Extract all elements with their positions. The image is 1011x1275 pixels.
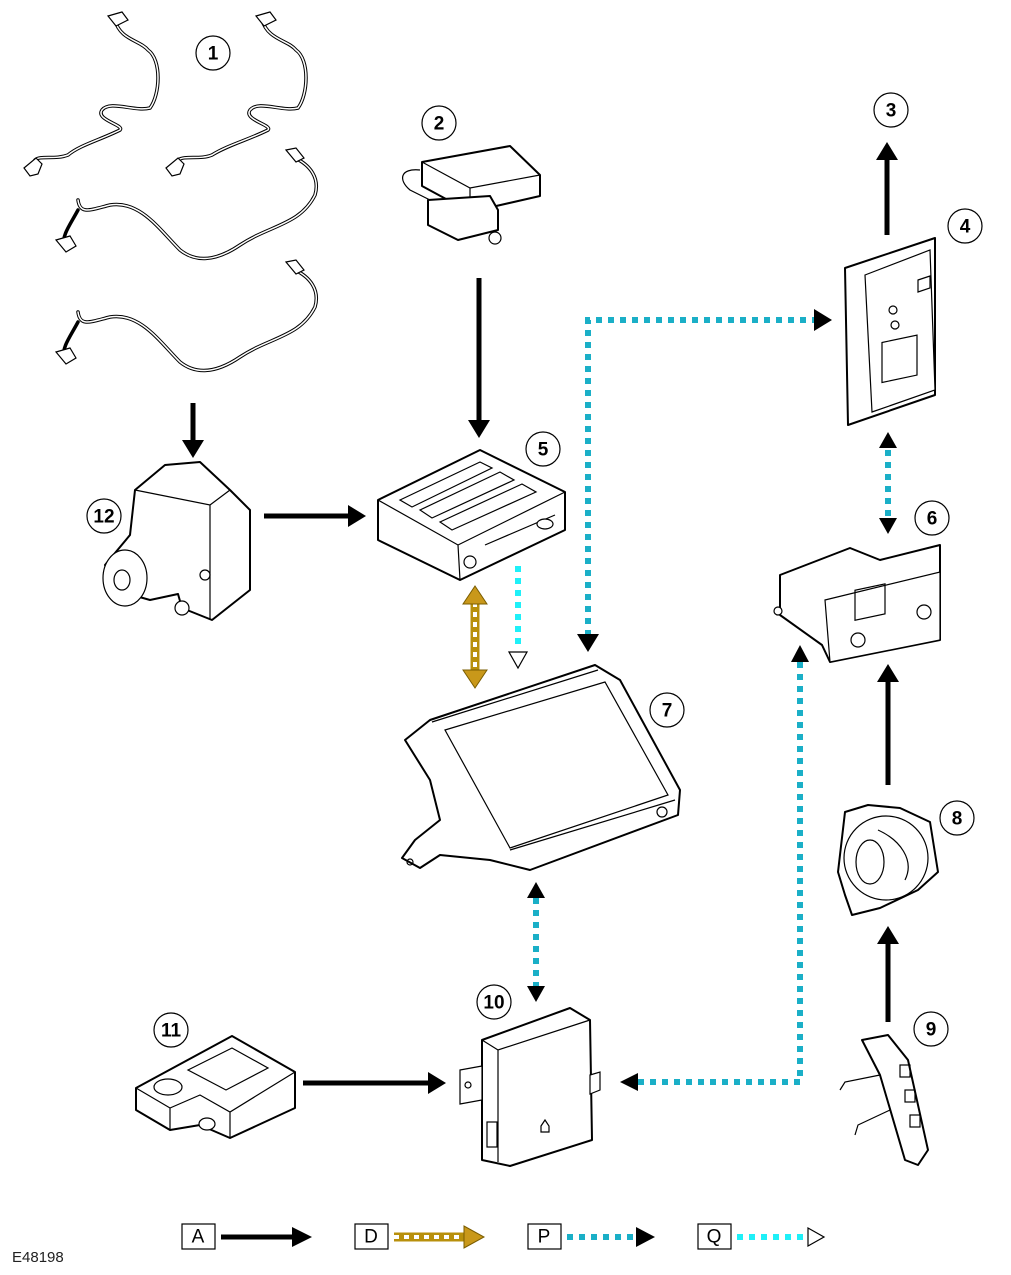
svg-text:7: 7	[662, 701, 673, 722]
connection-4-to-6	[879, 432, 897, 534]
svg-text:12: 12	[93, 507, 114, 528]
connection-8-to-6	[877, 664, 899, 785]
legend-line-Q	[737, 1226, 826, 1248]
steering-wheel-switch-9-illustration	[839, 1034, 929, 1166]
touch-screen-7-illustration	[401, 664, 681, 871]
callout-2: 2	[421, 105, 457, 141]
legend-key-A: A	[181, 1223, 216, 1250]
callout-8: 8	[939, 800, 975, 836]
svg-text:D: D	[364, 1227, 378, 1248]
legend-line-A	[221, 1227, 312, 1247]
svg-text:2: 2	[434, 114, 445, 135]
legend-key-P: P	[527, 1223, 562, 1250]
callout-6: 6	[914, 500, 950, 536]
callout-4: 4	[947, 208, 983, 244]
svg-text:5: 5	[538, 440, 549, 461]
callout-9: 9	[913, 1011, 949, 1047]
connection-1-to-12	[182, 403, 204, 458]
svg-text:8: 8	[952, 809, 963, 830]
legend: A D P Q	[181, 1223, 826, 1250]
connection-6-to-10	[620, 645, 809, 1091]
callout-1: 1	[195, 35, 231, 71]
svg-text:4: 4	[960, 217, 971, 238]
control-panel-6-illustration	[773, 544, 941, 663]
svg-text:11: 11	[161, 1021, 182, 1042]
svg-text:3: 3	[886, 101, 897, 122]
svg-text:P: P	[538, 1227, 551, 1248]
legend-line-P	[567, 1227, 655, 1247]
connection-4-to-3	[876, 142, 898, 235]
svg-text:10: 10	[483, 993, 504, 1014]
module-10-illustration	[459, 1007, 601, 1167]
callout-10: 10	[476, 984, 512, 1020]
legend-line-D	[394, 1225, 486, 1249]
wheel-speed-sensors-illustration	[23, 11, 318, 373]
clockspring-8-illustration	[837, 804, 939, 916]
module-2-illustration	[402, 145, 541, 245]
connection-5-to-7-Q	[507, 566, 529, 670]
sensor-harness-4	[54, 259, 318, 373]
callout-5: 5	[525, 431, 561, 467]
connection-11-to-10	[303, 1072, 446, 1094]
module-5-illustration	[377, 449, 566, 581]
sensor-harness-1	[23, 11, 160, 177]
callout-12: 12	[86, 498, 122, 534]
connection-9-to-8	[877, 926, 899, 1022]
module-11-illustration	[135, 1035, 296, 1139]
module-4-illustration	[844, 237, 936, 426]
sensor-harness-2	[165, 11, 308, 177]
connection-7-to-4	[577, 309, 832, 652]
abs-module-12-illustration	[102, 461, 251, 621]
connection-5-to-7-D	[462, 585, 488, 689]
connection-7-to-10	[527, 882, 545, 1002]
callout-11: 11	[153, 1012, 189, 1048]
sensor-harness-3	[54, 147, 318, 261]
connection-12-to-5	[264, 505, 366, 527]
svg-text:1: 1	[208, 44, 219, 65]
svg-text:9: 9	[926, 1020, 937, 1041]
callout-7: 7	[649, 692, 685, 728]
reference-code: E48198	[12, 1249, 64, 1266]
legend-key-D: D	[354, 1223, 389, 1250]
connection-2-to-5	[468, 278, 490, 438]
svg-text:A: A	[192, 1227, 205, 1248]
svg-text:6: 6	[927, 509, 938, 530]
legend-key-Q: Q	[697, 1223, 732, 1250]
svg-text:Q: Q	[707, 1227, 722, 1248]
callout-3: 3	[873, 92, 909, 128]
